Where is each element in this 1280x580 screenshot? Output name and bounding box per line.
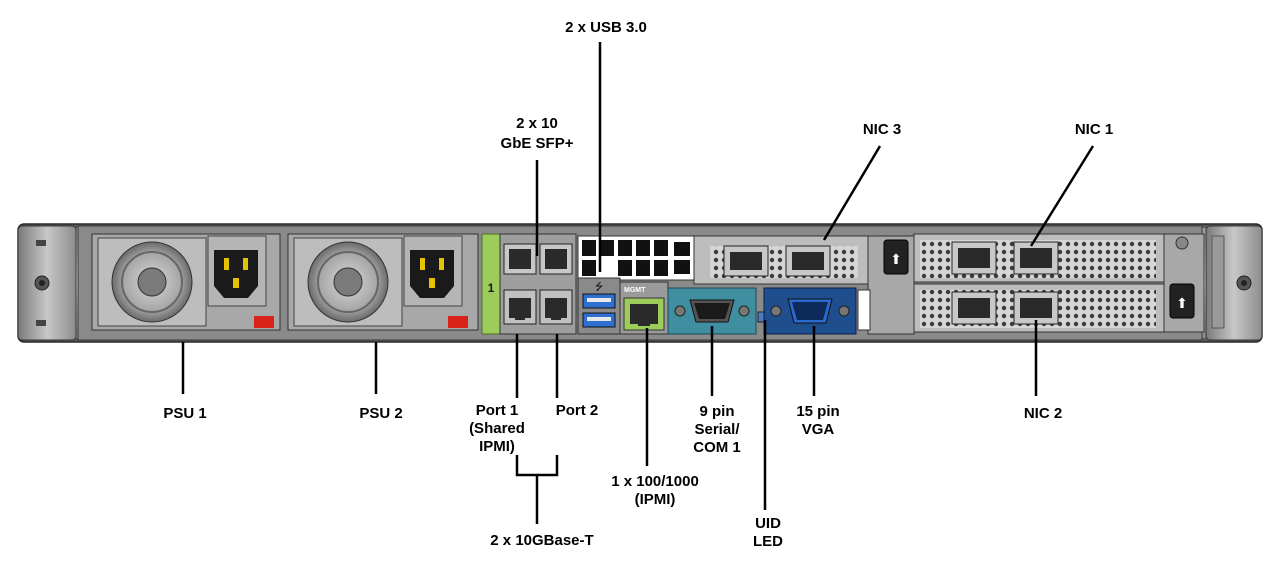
label-ipmi-line1: 1 x 100/1000 bbox=[611, 473, 699, 490]
arrow-up-icon: ⬆ bbox=[890, 252, 902, 268]
vga-port bbox=[763, 287, 857, 335]
labels: 2 x USB 3.0 2 x 10 GbE SFP+ NIC 3 NIC 1 … bbox=[163, 19, 1113, 550]
label-ipmi-line2: (IPMI) bbox=[635, 491, 676, 508]
label-nic3: NIC 3 bbox=[863, 121, 901, 138]
label-nic2: NIC 2 bbox=[1024, 405, 1062, 422]
label-serial-line2: Serial/ bbox=[694, 421, 740, 438]
label-base-t: 2 x 10GBase-T bbox=[490, 532, 593, 549]
label-sfp-line2: GbE SFP+ bbox=[501, 135, 574, 152]
psu-release-tab bbox=[448, 316, 468, 328]
io-vent-block bbox=[577, 235, 695, 281]
label-sfp-line1: 2 x 10 bbox=[516, 115, 558, 132]
usb-ports: ⭍ bbox=[577, 277, 621, 335]
label-psu2: PSU 2 bbox=[359, 405, 402, 422]
right-rack-ear bbox=[1205, 225, 1263, 341]
arrow-up-icon: ⬆ bbox=[1176, 296, 1188, 312]
psu-2 bbox=[287, 233, 479, 331]
module-port-number: 1 bbox=[488, 281, 495, 295]
left-rack-ear bbox=[17, 225, 77, 341]
nic-3-card bbox=[693, 235, 869, 285]
psu-release-tab bbox=[254, 316, 274, 328]
label-port2: Port 2 bbox=[556, 402, 599, 419]
nic-2-card bbox=[913, 283, 1165, 333]
right-latches: ⬆ bbox=[1163, 233, 1205, 333]
psu-1 bbox=[91, 233, 281, 331]
usb-icon: ⭍ bbox=[595, 281, 603, 293]
label-nic1: NIC 1 bbox=[1075, 121, 1113, 138]
label-usb: 2 x USB 3.0 bbox=[565, 19, 647, 36]
label-uid-line1: UID bbox=[755, 515, 781, 532]
label-vga-line1: 15 pin bbox=[796, 403, 839, 420]
network-module: 1 bbox=[481, 233, 577, 335]
label-serial-line1: 9 pin bbox=[699, 403, 734, 420]
uid-led bbox=[757, 311, 765, 323]
mgmt-port: MGMT bbox=[619, 281, 669, 335]
label-port1-line2: (Shared bbox=[469, 420, 525, 437]
label-uid-line2: LED bbox=[753, 533, 783, 550]
nic-1-card bbox=[913, 233, 1165, 283]
serial-port bbox=[667, 287, 757, 335]
label-port1-line1: Port 1 bbox=[476, 402, 519, 419]
callout-lines bbox=[181, 42, 1095, 524]
label-vga-line2: VGA bbox=[802, 421, 835, 438]
mgmt-tag: MGMT bbox=[624, 287, 646, 294]
label-serial-line3: COM 1 bbox=[693, 439, 741, 456]
label-psu1: PSU 1 bbox=[163, 405, 206, 422]
label-port1-line3: IPMI) bbox=[479, 438, 515, 455]
